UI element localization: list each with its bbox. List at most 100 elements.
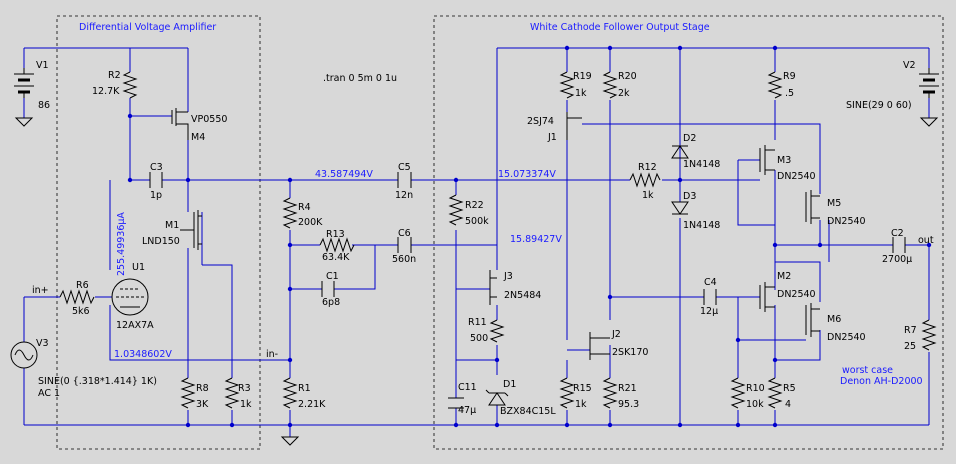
r19-resistor [559,71,575,99]
c2-capacitor [892,237,906,253]
u1-ref: U1 [132,262,145,273]
r5-ref: R5 [783,383,796,394]
r1-ref: R1 [298,383,311,394]
j1-jfet [566,112,582,140]
dva-block-title: Differential Voltage Amplifier [79,22,216,33]
c5-value: 12n [395,190,413,201]
r15-resistor [559,377,575,409]
d1-ref: D1 [503,379,516,390]
ground-icons [14,117,939,446]
j2-ref: J2 [611,329,621,340]
r10-value: 10k [746,399,764,410]
v3-sine-source[interactable] [10,341,38,369]
junction-dots [127,45,932,428]
c2-value: 2700µ [882,254,912,265]
j1-value: 2SJ74 [527,116,554,127]
m1-mosfet [180,210,202,250]
v2-value: SINE(29 0 60) [846,100,912,111]
r13-ref: R13 [326,229,345,240]
r6-resistor [59,289,95,305]
r19-ref: R19 [573,71,592,82]
wcf-block-outline [433,15,944,450]
d3-diode [671,201,689,215]
r11-value: 500 [470,333,488,344]
r12-resistor [629,172,661,188]
u1-triode-tube[interactable] [111,278,149,316]
r7-ref: R7 [904,325,917,336]
m1-value: LND150 [142,236,180,247]
m1-ref: M1 [165,220,179,231]
r20-resistor [602,71,618,99]
wcf-block-title: White Cathode Follower Output Stage [530,22,710,33]
d2-value: 1N4148 [683,159,720,170]
out-label: out [918,235,934,246]
m2-mosfet [759,282,775,312]
r4-resistor [282,197,298,229]
m4-mosfet [171,108,189,140]
tran-directive[interactable]: .tran 0 5m 0 1u [323,73,397,84]
d2-diode [671,145,689,159]
r7-resistor [921,319,937,351]
j1-ref: J1 [547,132,557,143]
net-label-n3: 15.89427V [510,234,562,245]
r9-resistor [767,71,783,99]
c1-ref: C1 [326,271,339,282]
r5-value: 4 [785,399,791,410]
d1-zener-diode [485,389,509,406]
r3-ref: R3 [238,383,251,394]
m5-value: DN2540 [827,216,866,227]
v2-battery-symbol[interactable] [919,68,939,98]
c1-value: 6p8 [322,297,340,308]
m3-mosfet [759,145,775,175]
net-label-n1: 43.587494V [315,169,373,180]
wires [23,47,930,437]
c3-ref: C3 [150,162,163,173]
j2-jfet [589,332,610,360]
v3-value: SINE(0 {.318*1.414} 1K) [38,376,157,387]
r22-value: 500k [465,216,489,227]
d1-value: BZX84C15L [500,406,556,417]
net-label-n2: 15.073374V [498,169,556,180]
v2-ref: V2 [903,60,916,71]
r21-value: 95.3 [618,399,639,410]
r12-value: 1k [642,190,654,201]
r9-value: .5 [785,88,794,99]
r21-ref: R21 [618,383,637,394]
r8-ref: R8 [196,383,209,394]
v1-value: 86 [38,100,50,111]
c3-value: 1p [150,190,162,201]
r6-value: 5k6 [72,306,90,317]
transistor-icons[interactable] [171,108,820,360]
r15-ref: R15 [573,383,592,394]
diode-icons[interactable] [485,145,689,406]
d2-ref: D2 [683,133,696,144]
r22-resistor [448,194,464,226]
c11-value: 47µ [458,405,476,416]
r3-resistor [224,377,240,409]
c2-ref: C2 [891,228,904,239]
r10-ref: R10 [746,383,765,394]
d3-ref: D3 [683,191,696,202]
r2-ref: R2 [108,70,121,81]
net-label-n5: 1.0348602V [114,349,172,360]
m5-ref: M5 [827,198,841,209]
j3-value: 2N5484 [504,290,541,301]
r6-ref: R6 [76,280,89,291]
c5-capacitor [397,172,412,188]
r21-resistor [602,377,618,409]
m3-value: DN2540 [777,171,816,182]
r8-resistor [180,377,196,409]
v1-battery-symbol[interactable] [14,68,34,98]
sine-wave-icon [14,349,34,361]
r15-value: 1k [575,399,587,410]
r8-value: 3K [196,399,209,410]
capacitor-icons[interactable] [149,172,906,409]
note-line-2: Denon AH-D2000 [840,376,923,387]
resistor-icons[interactable] [59,71,937,409]
r11-ref: R11 [468,317,487,328]
c3-capacitor [149,172,163,188]
in-minus-label: in- [266,349,278,360]
j3-jfet [489,270,497,305]
net-label-n4: 255.49936µA [116,212,127,276]
v1-ref: V1 [36,60,49,71]
